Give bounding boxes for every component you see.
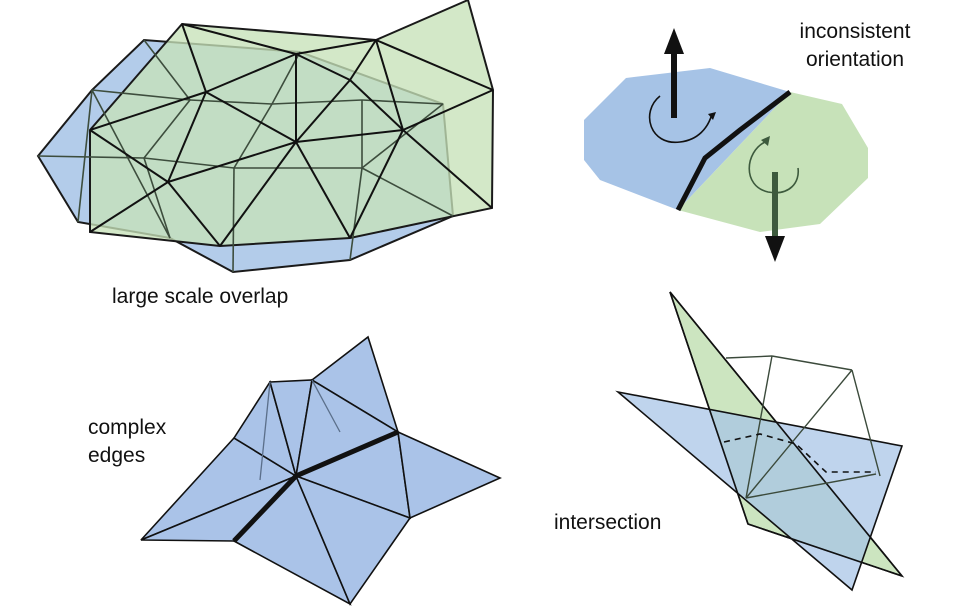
label-complex-edges: complex edges xyxy=(88,414,166,470)
green-mesh-edges xyxy=(89,23,494,247)
label-large-scale-overlap: large scale overlap xyxy=(112,285,289,308)
panel-complex-edges xyxy=(140,335,502,606)
label-complex: complex xyxy=(88,416,167,439)
blue-mesh-edges xyxy=(37,39,454,273)
complex-inner-edges xyxy=(259,379,341,481)
label-inconsistent: inconsistent xyxy=(799,20,911,43)
panel-intersection xyxy=(615,291,905,592)
green-triangle-edges xyxy=(669,291,903,577)
clockwise-arrow-icon xyxy=(748,136,799,194)
complex-mesh xyxy=(140,335,502,606)
shared-edge xyxy=(675,90,792,212)
blue-region xyxy=(584,68,790,210)
down-arrow-icon xyxy=(765,172,785,262)
panel-inconsistent-orientation xyxy=(584,28,868,262)
counterclockwise-arrow-icon xyxy=(648,95,716,143)
non-manifold-edge xyxy=(232,429,399,543)
green-mesh xyxy=(89,0,495,248)
intersection-curve xyxy=(723,433,876,473)
label-intersection: intersection xyxy=(554,511,662,534)
label-orientation: orientation xyxy=(805,48,905,71)
up-arrow-icon xyxy=(664,28,684,118)
green-region xyxy=(678,92,868,232)
mesh-edges xyxy=(725,355,881,499)
panel-large-scale-overlap xyxy=(36,0,495,274)
label-inconsistent-orientation: inconsistent orientation xyxy=(780,18,930,74)
label-edges: edges xyxy=(88,444,146,467)
